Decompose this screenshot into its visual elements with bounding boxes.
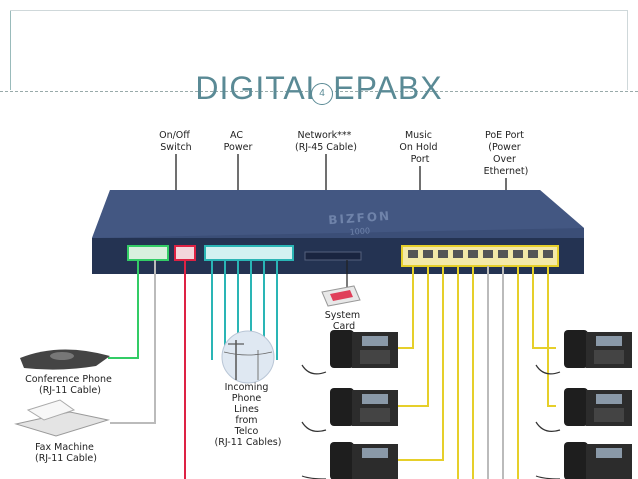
page-number-badge: 4 <box>311 83 333 105</box>
cable-fax <box>110 260 156 424</box>
extension-jacks <box>408 250 553 258</box>
label-ac-line-1: AC <box>230 130 243 141</box>
ip-phones-right <box>535 330 632 479</box>
label-poe-line-4: Ethernet) <box>484 166 529 177</box>
label-pointers <box>175 154 507 196</box>
label-moh-line-1: Music <box>405 130 432 141</box>
device-top-highlight <box>92 190 584 238</box>
epabx-diagram: On/Off Switch AC Power Network*** (RJ-45… <box>14 130 632 479</box>
ip-phone-right-2 <box>535 388 632 432</box>
label-poe-line-3: Over <box>493 154 516 165</box>
port-green-rj11 <box>127 245 169 261</box>
telco-lines: Incoming Phone Lines from Telco (RJ-11 C… <box>215 330 282 448</box>
frame-left-line <box>10 10 11 90</box>
system-card-label: System Card <box>325 310 363 332</box>
device-model-label: 1000 <box>349 226 370 236</box>
cables-gray-extra <box>487 266 504 479</box>
device-brand-label: BIZFON <box>328 209 392 227</box>
fax-machine-label: Fax Machine (RJ-11 Cable) <box>35 442 97 464</box>
top-labels: On/Off Switch AC Power Network*** (RJ-45… <box>159 130 528 177</box>
label-onoff-line-2: Switch <box>160 142 191 153</box>
label-onoff-line-1: On/Off <box>159 130 190 141</box>
frame-right-line <box>627 10 628 90</box>
label-poe-port: PoE Port (Power Over Ethernet) <box>484 130 529 177</box>
cables-extensions <box>398 266 556 479</box>
label-ac-power: AC Power <box>224 130 253 153</box>
fax-machine: Fax Machine (RJ-11 Cable) <box>14 399 110 464</box>
port-block-trunk <box>204 245 294 261</box>
label-moh-line-2: On Hold <box>399 142 437 153</box>
ip-phone-right-1 <box>535 330 632 375</box>
conference-phone: Conference Phone (RJ-11 Cable) <box>20 349 115 396</box>
ip-phone-left-3 <box>301 442 398 479</box>
label-onoff-switch: On/Off Switch <box>159 130 193 153</box>
ip-phone-left-1 <box>301 330 398 375</box>
label-network: Network*** (RJ-45 Cable) <box>295 130 357 153</box>
label-poe-line-2: (Power <box>488 142 521 153</box>
system-card-chip <box>330 290 353 301</box>
system-card: System Card <box>321 285 363 332</box>
frame-top-line <box>10 10 628 11</box>
label-moh-line-3: Port <box>411 154 430 165</box>
label-network-line-1: Network*** <box>298 130 352 141</box>
card-slot <box>304 251 362 261</box>
ip-phone-left-2 <box>301 388 398 432</box>
ip-phones-left <box>301 330 398 479</box>
ip-phone-right-3 <box>535 442 632 479</box>
port-red-rj11 <box>174 245 196 261</box>
telco-pole-image <box>221 330 275 384</box>
fax-machine-image <box>14 411 110 437</box>
label-music-on-hold: Music On Hold Port <box>399 130 440 165</box>
label-ac-line-2: Power <box>224 142 253 153</box>
label-network-line-2: (RJ-45 Cable) <box>295 142 357 153</box>
cable-conference-phone <box>108 260 139 359</box>
incoming-lines-label: Incoming Phone Lines from Telco (RJ-11 C… <box>215 382 282 448</box>
label-poe-line-1: PoE Port <box>485 130 524 141</box>
conference-phone-label: Conference Phone (RJ-11 Cable) <box>25 374 115 396</box>
epabx-device: BIZFON 1000 <box>92 190 584 274</box>
